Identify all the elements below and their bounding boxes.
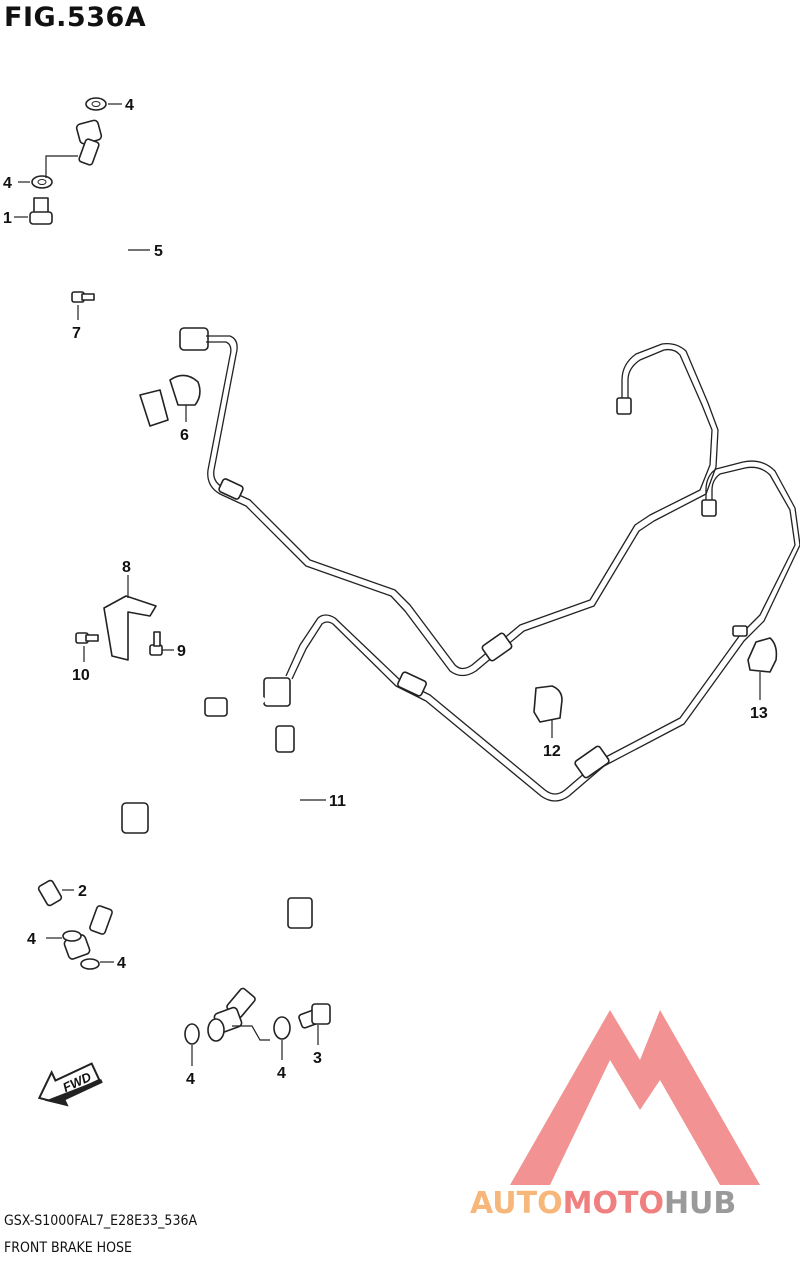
callout-11: 11 xyxy=(329,793,346,810)
washer-icon xyxy=(184,1023,200,1045)
clamp-icon xyxy=(747,637,778,673)
callout-7: 7 xyxy=(72,325,81,342)
callout-5: 5 xyxy=(154,243,163,260)
hose-joint-upper xyxy=(179,327,209,351)
brake-pipe-left xyxy=(206,335,719,677)
hose-protector xyxy=(204,697,228,717)
callout-4: 4 xyxy=(277,1065,286,1082)
watermark-moto: MOTO xyxy=(563,1186,664,1221)
callout-4: 4 xyxy=(186,1071,195,1088)
pipe-grommet xyxy=(397,671,427,697)
watermark-triangle-icon xyxy=(510,1010,760,1185)
bolt-shank xyxy=(81,293,95,301)
brake-hose-upper xyxy=(75,119,209,356)
union-bolt-head xyxy=(29,211,53,225)
pipe-grommet xyxy=(574,745,610,779)
leader-lines xyxy=(14,103,761,1066)
washer-icon xyxy=(80,958,100,970)
washer-icon xyxy=(31,175,53,189)
callout-labels: 4 4 1 5 7 6 8 9 10 11 12 13 2 4 4 4 4 3 xyxy=(3,97,768,1088)
callout-9: 9 xyxy=(177,643,186,660)
hose-ferrule xyxy=(89,905,113,935)
union-bolt-icon xyxy=(37,879,63,907)
hose-ferrule xyxy=(287,897,313,929)
hose-protector xyxy=(275,725,295,753)
three-way-joint xyxy=(263,677,291,707)
pipe-grommet xyxy=(481,632,513,662)
callout-6: 6 xyxy=(180,427,189,444)
clamp-icon xyxy=(169,374,201,406)
model-code: GSX-S1000FAL7_E28E33_536A xyxy=(4,1213,198,1229)
callout-8: 8 xyxy=(122,559,131,576)
callout-4: 4 xyxy=(125,97,134,114)
figure-title: FIG.536A xyxy=(4,2,147,33)
brake-hose-lower xyxy=(63,694,329,1034)
bracket-icon xyxy=(103,595,157,661)
forward-arrow-icon: FWD xyxy=(37,1062,103,1107)
hose-ferrule-upper xyxy=(78,138,100,166)
small-parts xyxy=(29,97,778,1045)
washer-icon xyxy=(85,97,107,111)
callout-13: 13 xyxy=(750,705,768,722)
watermark-hub: HUB xyxy=(664,1186,736,1221)
clamp-icon xyxy=(533,685,563,723)
callout-3: 3 xyxy=(313,1050,322,1067)
pipe-flare-nut xyxy=(701,499,717,517)
callout-4: 4 xyxy=(117,955,126,972)
callout-2: 2 xyxy=(78,883,87,900)
washer-icon xyxy=(207,1018,225,1042)
watermark-text: AUTOMOTOHUB xyxy=(470,1186,736,1221)
hose-clamp xyxy=(121,802,149,834)
brake-pipe-right xyxy=(263,460,800,802)
figure-name: FRONT BRAKE HOSE xyxy=(4,1240,133,1256)
callout-12: 12 xyxy=(543,743,561,760)
pipe-flare-nut xyxy=(616,397,632,415)
callout-4: 4 xyxy=(3,175,12,192)
callout-10: 10 xyxy=(72,667,90,684)
watermark-logo xyxy=(510,1010,760,1185)
union-bolt-head xyxy=(311,1003,331,1025)
washer-icon xyxy=(273,1016,291,1040)
pipe-grommet xyxy=(732,625,748,637)
pipe-grommet xyxy=(218,478,244,500)
bolt-shank xyxy=(85,634,99,642)
callout-4: 4 xyxy=(27,931,36,948)
clamp-icon xyxy=(139,389,169,427)
callout-1: 1 xyxy=(3,210,12,227)
watermark-auto: AUTO xyxy=(470,1186,563,1221)
washer-icon xyxy=(62,930,82,942)
bolt-shank xyxy=(153,631,161,647)
